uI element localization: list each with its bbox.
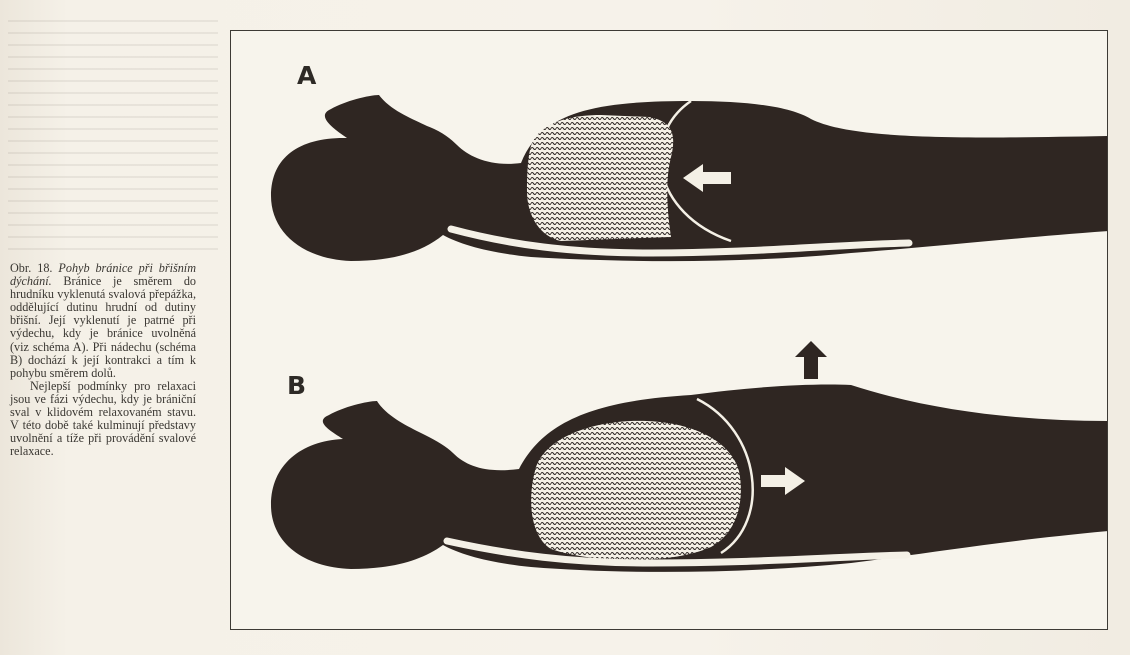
lung-b [531,421,741,560]
diagram-label-a: A [297,61,316,90]
diagram-label-b: B [287,371,306,400]
figure-caption: Obr. 18. Pohyb bránice při břišním dýchá… [10,262,196,458]
diagram-frame: A B [230,30,1108,630]
arrow-up-icon [795,341,827,379]
show-through-text [8,20,218,250]
caption-paragraph-1: Obr. 18. Pohyb bránice při břišním dýchá… [10,262,196,380]
caption-text-1: Bránice je směrem do hrudníku vyklenutá … [10,274,196,380]
figure-a [271,95,1108,261]
figure-number: Obr. 18. [10,261,52,275]
caption-paragraph-2: Nejlepší podmínky pro relaxaci jsou ve f… [10,380,196,459]
figure-b [271,341,1108,572]
lung-a [527,115,673,241]
breathing-diagram [231,31,1108,630]
